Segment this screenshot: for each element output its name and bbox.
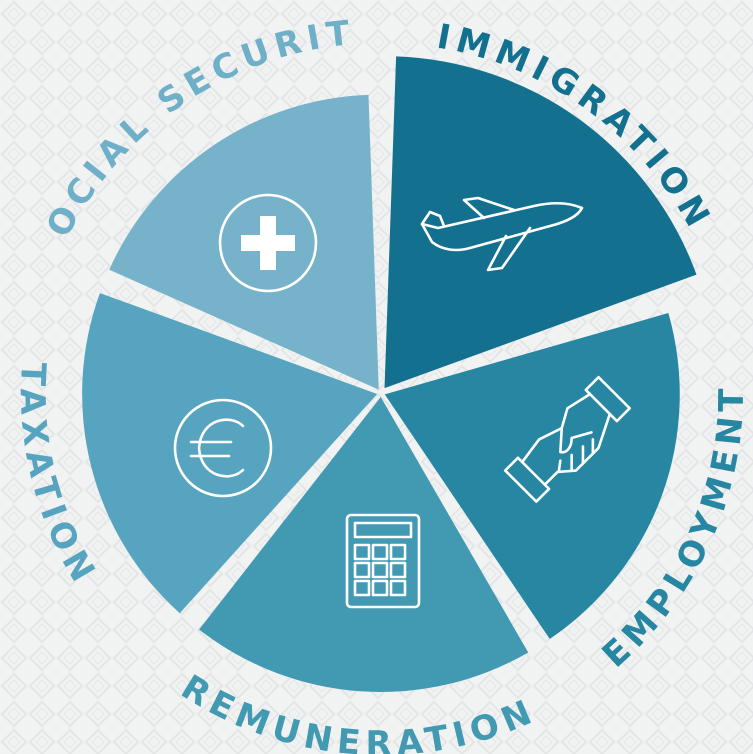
plus-icon	[218, 193, 318, 293]
calculator-key	[353, 561, 371, 579]
wedge-immigration[interactable]	[384, 56, 697, 389]
calculator-key	[371, 543, 389, 561]
wedge-employment[interactable]	[384, 313, 680, 639]
calculator-key	[353, 543, 371, 561]
calculator-key	[389, 561, 407, 579]
calculator-key	[389, 579, 407, 597]
calculator-key	[371, 561, 389, 579]
calculator-key	[389, 543, 407, 561]
calculator-key	[353, 579, 371, 597]
calculator-icon	[345, 513, 421, 609]
calculator-key	[371, 579, 389, 597]
handshake-icon	[503, 375, 631, 503]
airplane-icon	[420, 196, 584, 272]
euro-icon	[173, 398, 273, 498]
wedge-taxation[interactable]	[82, 293, 378, 614]
